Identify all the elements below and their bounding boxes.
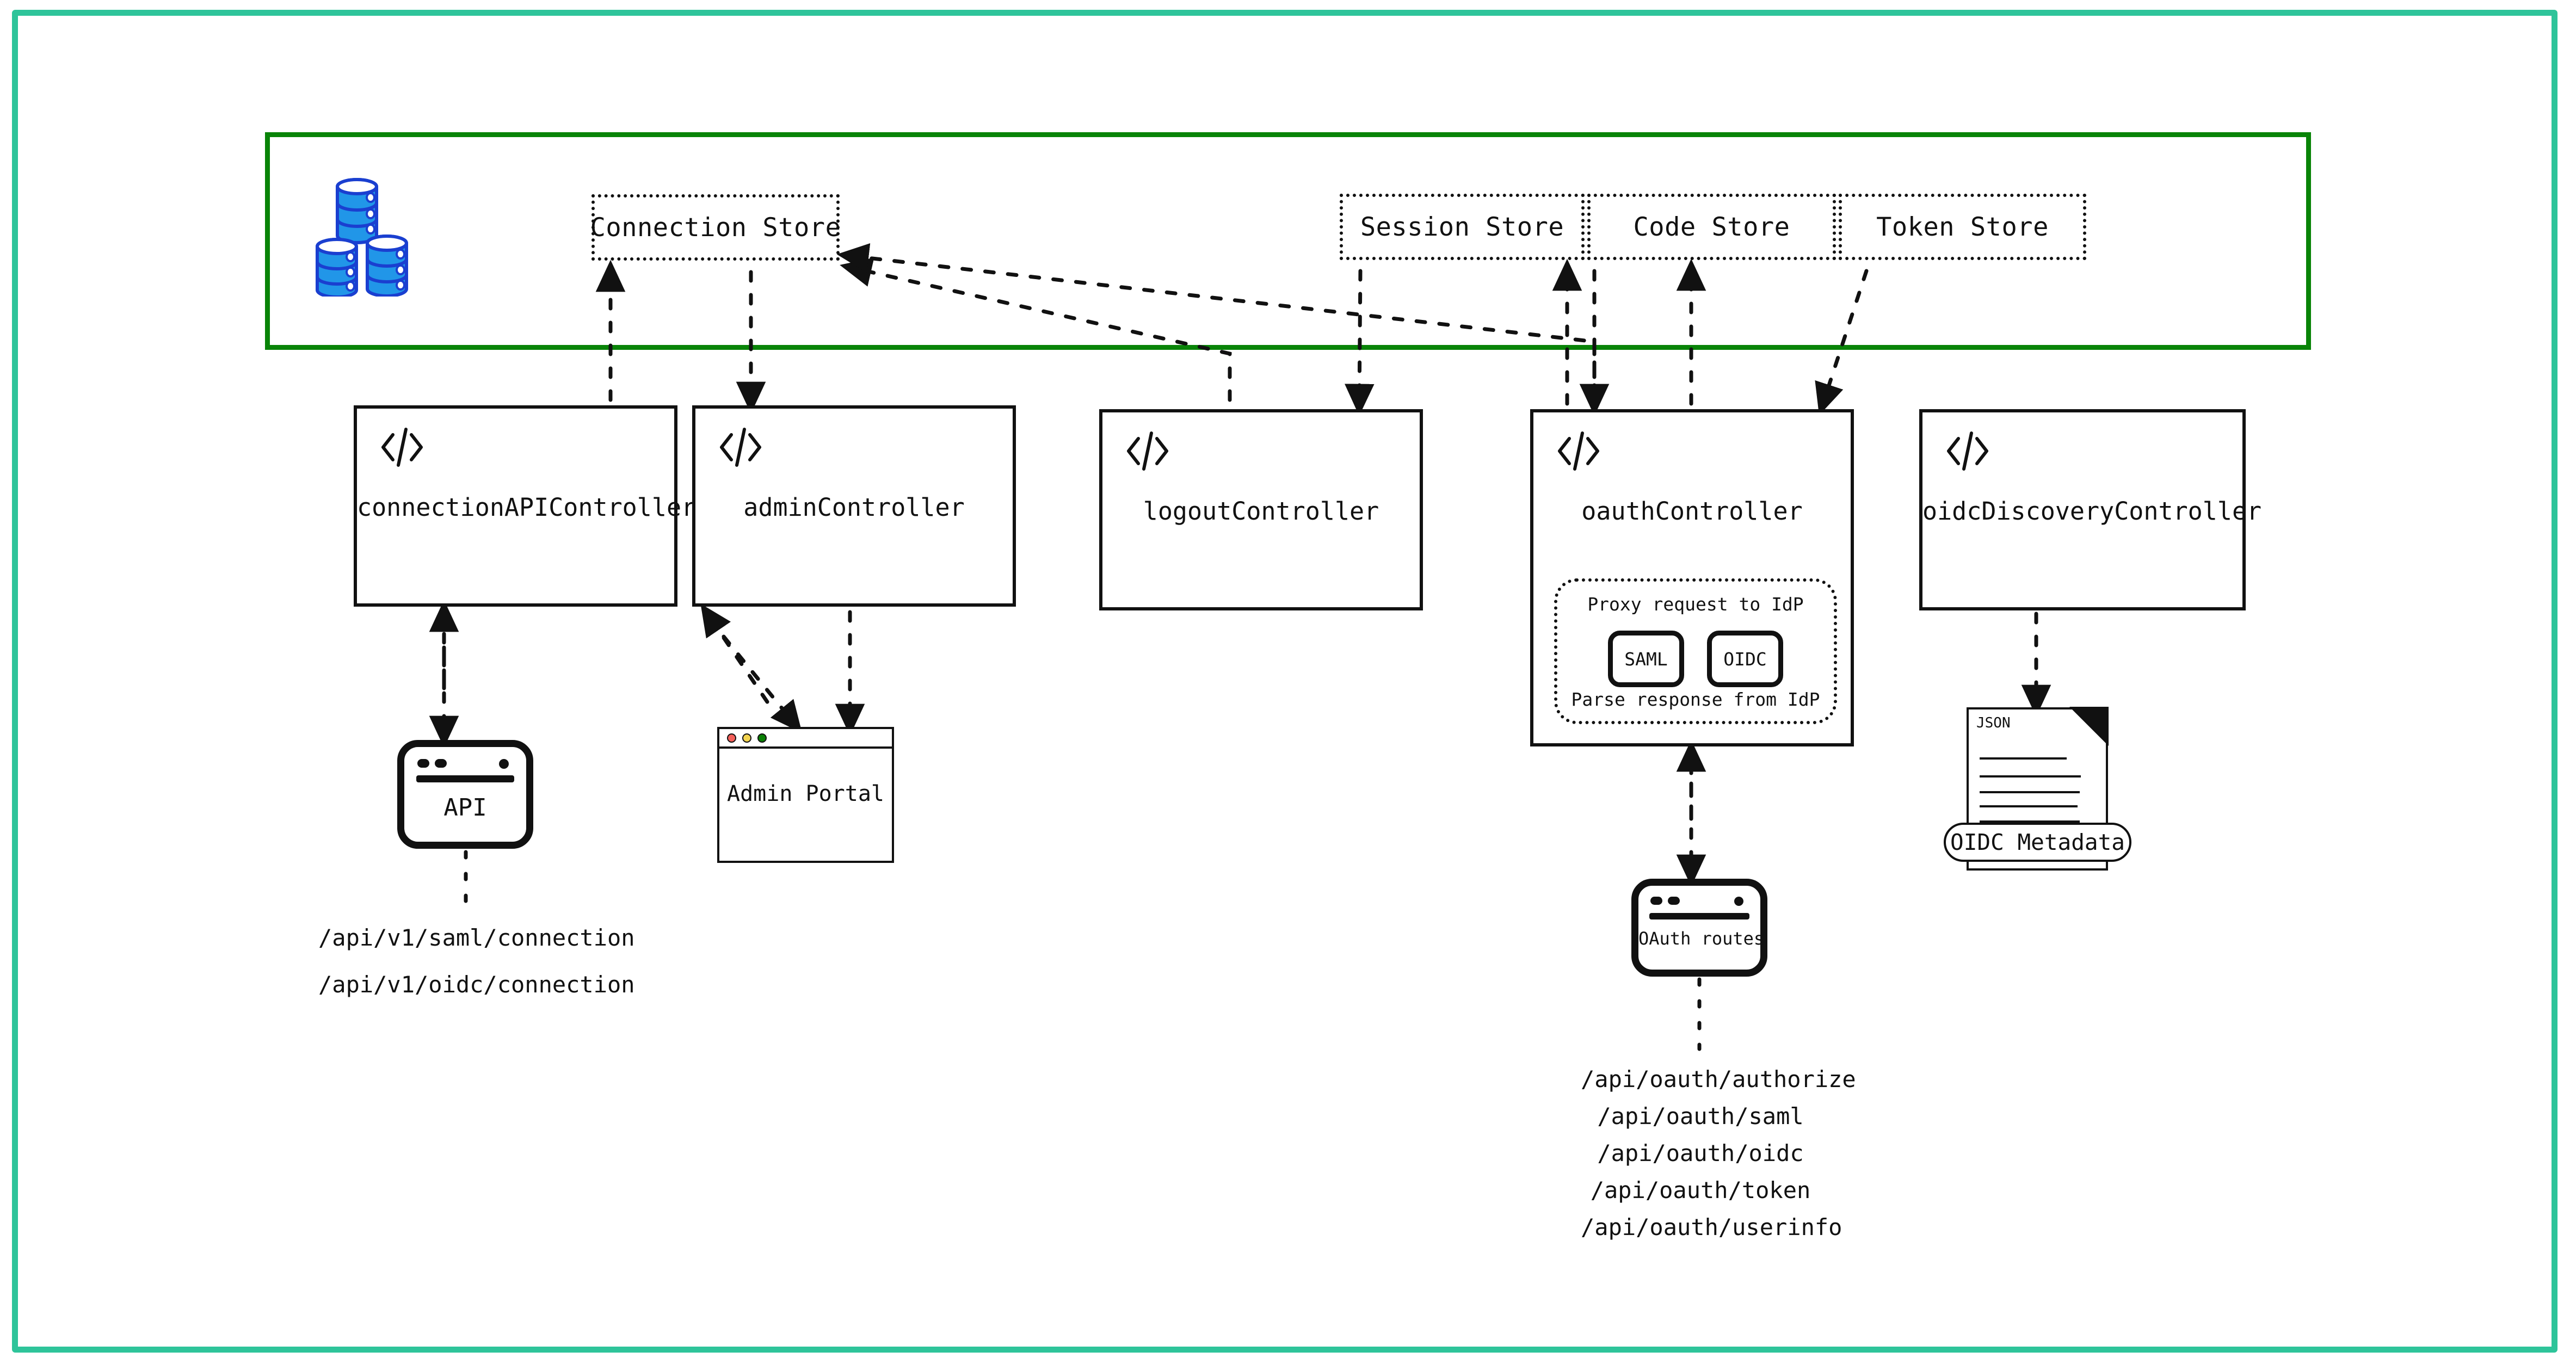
controller-oauth[interactable]: oauthController Proxy request to IdP SAM… [1530, 409, 1854, 746]
idp-parse-response-label: Parse response from IdP [1571, 689, 1820, 710]
oauth-routes-label: OAuth routes [1638, 928, 1765, 949]
api-label: API [443, 794, 487, 822]
path-item: /api/oauth/authorize [1581, 1066, 1856, 1093]
routes-dot-2 [1668, 897, 1680, 905]
json-tag-label: JSON [1976, 715, 2011, 731]
doc-line [1980, 791, 2080, 793]
controller-logout[interactable]: logoutController [1099, 409, 1423, 610]
database-cylinders-icon [307, 171, 430, 299]
code-brackets-icon [1944, 428, 1991, 474]
oauth-routes-window-icon[interactable]: OAuth routes [1631, 879, 1767, 977]
idp-chip-saml[interactable]: SAML [1608, 631, 1684, 687]
traffic-light-red-icon [727, 733, 736, 743]
doc-line [1980, 805, 2078, 807]
controller-label: oidcDiscoveryController [1922, 497, 2262, 526]
api-dot-1 [417, 759, 429, 768]
code-brackets-icon [1124, 428, 1171, 474]
browser-window-icon[interactable]: Admin Portal [717, 727, 894, 863]
controller-label: connectionAPIController [357, 493, 697, 522]
traffic-light-green-icon [757, 733, 767, 743]
controller-label: logoutController [1143, 497, 1379, 526]
store-token[interactable]: Token Store [1839, 194, 2086, 260]
store-code[interactable]: Code Store [1587, 194, 1836, 260]
traffic-light-yellow-icon [742, 733, 751, 743]
controller-label: adminController [743, 493, 965, 522]
idp-chip-oidc[interactable]: OIDC [1707, 631, 1783, 687]
controller-connection-api[interactable]: connectionAPIController [354, 405, 697, 607]
code-brackets-icon [379, 424, 426, 471]
routes-bar [1649, 913, 1749, 919]
routes-dot-3 [1734, 897, 1743, 906]
oauth-path-list: /api/oauth/authorize /api/oauth/saml /ap… [1581, 1061, 1856, 1246]
path-item: /api/v1/oidc/connection [318, 971, 635, 998]
code-brackets-icon [1555, 428, 1602, 474]
doc-line [1980, 775, 2081, 777]
connection-api-path-list: /api/v1/saml/connection /api/v1/oidc/con… [318, 919, 635, 1003]
oidc-metadata-label[interactable]: OIDC Metadata [1944, 823, 2131, 862]
path-item: /api/oauth/token [1590, 1177, 1811, 1204]
code-brackets-icon [717, 424, 764, 471]
idp-proxy-request-label: Proxy request to IdP [1587, 594, 1804, 615]
portal-titlebar [719, 729, 892, 749]
routes-dot-1 [1650, 897, 1662, 905]
api-dot-2 [435, 759, 447, 768]
path-item: /api/v1/saml/connection [318, 924, 635, 951]
controller-oidc-discovery[interactable]: oidcDiscoveryController [1919, 409, 2262, 610]
api-device-icon[interactable]: API [397, 740, 533, 849]
api-bar [416, 775, 514, 782]
doc-line [1980, 757, 2067, 760]
store-connection[interactable]: Connection Store [590, 194, 841, 261]
path-item: /api/oauth/saml [1597, 1103, 1804, 1130]
api-dot-3 [499, 759, 509, 769]
store-session[interactable]: Session Store [1340, 194, 1585, 260]
path-item: /api/oauth/userinfo [1581, 1214, 1842, 1241]
page-fold-icon [2069, 707, 2109, 746]
controller-label: oauthController [1581, 497, 1803, 526]
admin-portal-label: Admin Portal [727, 781, 884, 806]
controller-admin[interactable]: adminController [692, 405, 1016, 607]
idp-proxy-panel: Proxy request to IdP SAML OIDC Parse res… [1554, 578, 1837, 724]
path-item: /api/oauth/oidc [1597, 1140, 1804, 1167]
doc-line [1980, 820, 2080, 823]
